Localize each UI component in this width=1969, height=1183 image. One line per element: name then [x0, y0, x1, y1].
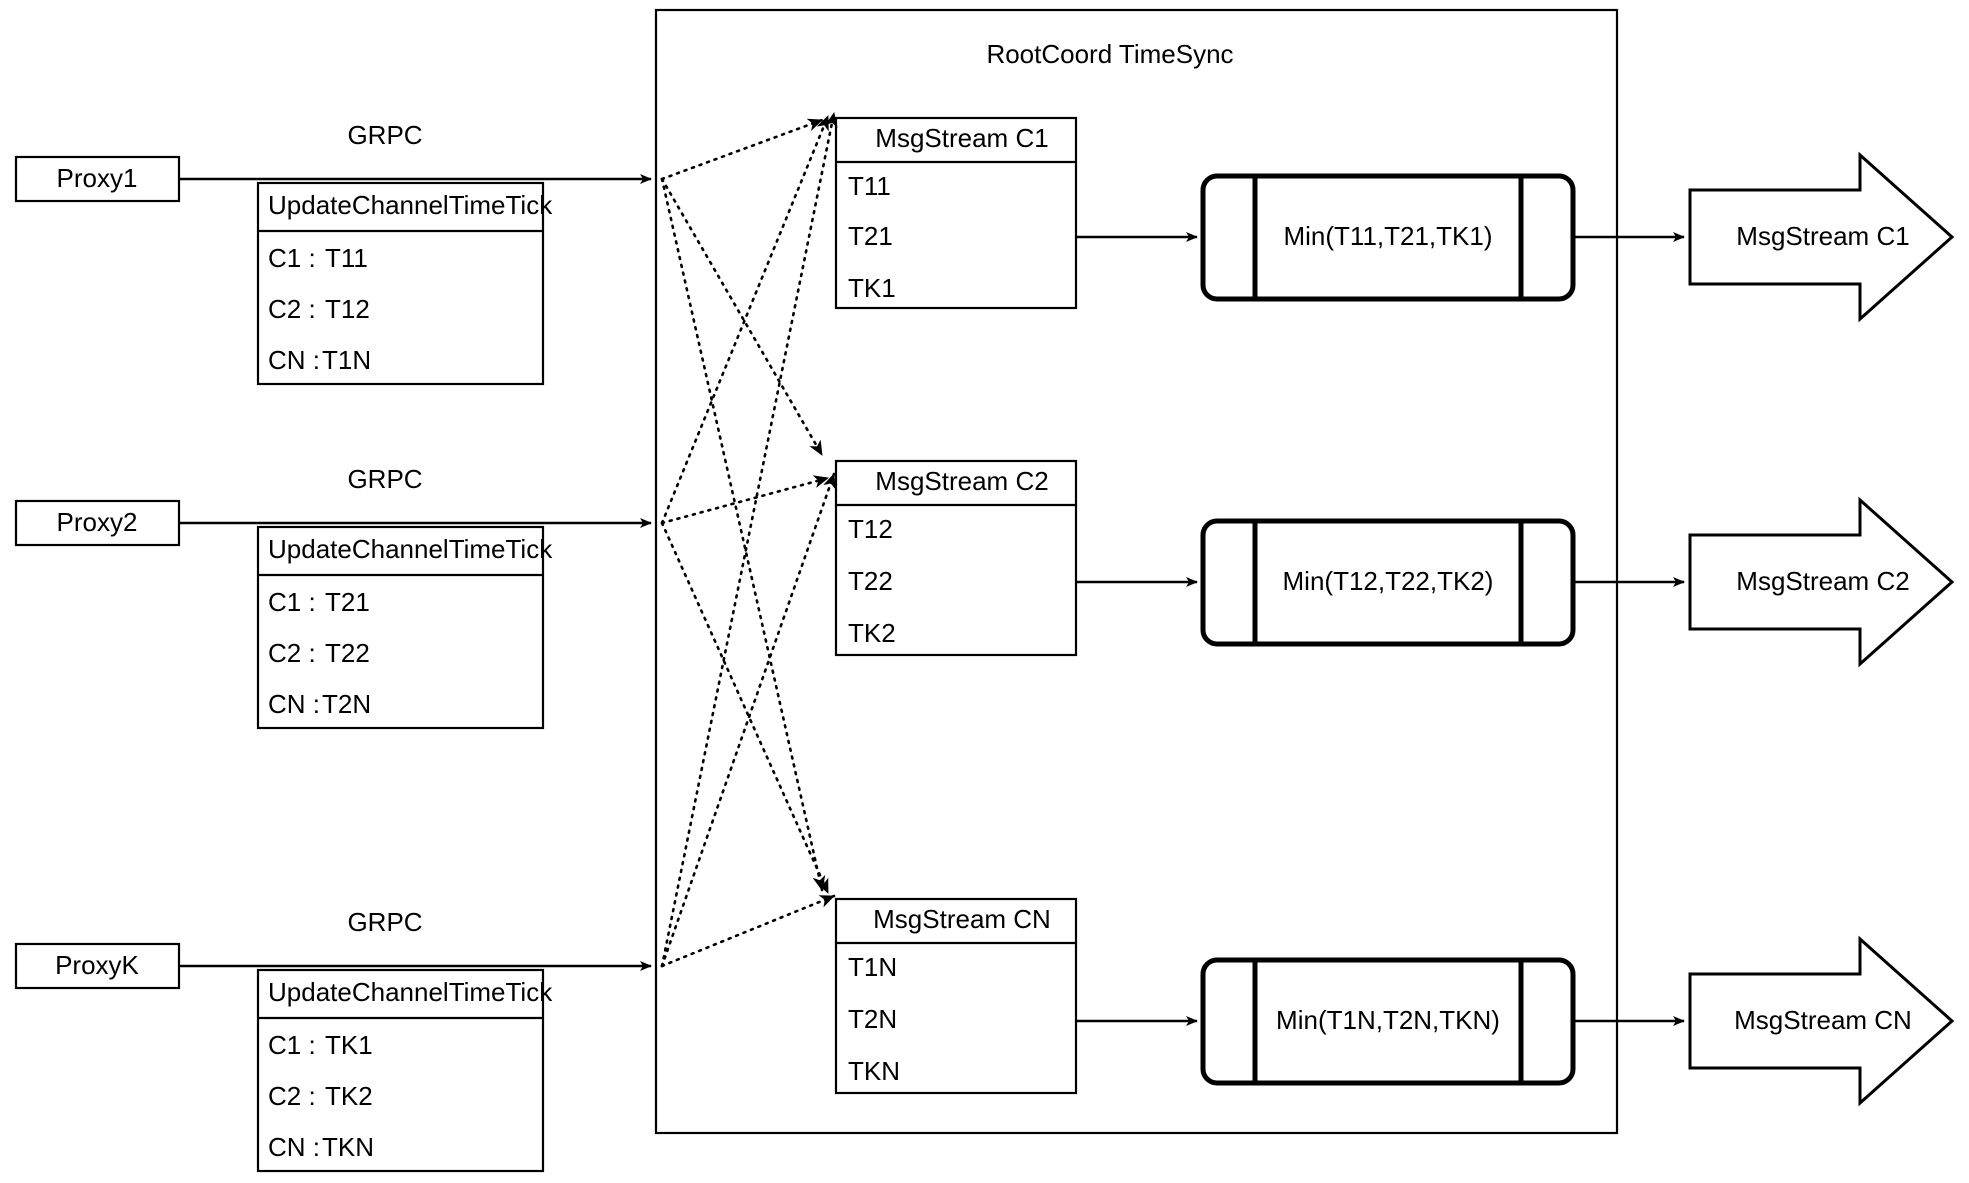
- grpc-label-1: GRPC: [347, 120, 422, 150]
- fanout-link-p1-cn: [660, 177, 826, 892]
- update-channel-timetick-header-3: UpdateChannelTimeTick: [268, 977, 553, 1007]
- timetick-row-2-2-value: T22: [325, 638, 370, 668]
- update-channel-timetick-table-2: [256, 525, 545, 730]
- min-process-label-1: Min(T11,T21,TK1): [1283, 221, 1492, 251]
- update-channel-timetick-header-1: UpdateChannelTimeTick: [268, 190, 553, 220]
- msgstream-tick-3-3: TKN: [848, 1056, 900, 1086]
- msgstream-box-2: [834, 459, 1078, 657]
- timetick-row-1-1-channel: C1 :: [268, 243, 316, 273]
- update-channel-timetick-header-2: UpdateChannelTimeTick: [268, 534, 553, 564]
- channel-row-3: MsgStream CN T1N T2N TKN Min(T1N,T2N,TKN…: [834, 897, 1955, 1107]
- timetick-row-3-1-value: TK1: [325, 1030, 373, 1060]
- timetick-row-2-2-channel: C2 :: [268, 638, 316, 668]
- msgstream-header-2: MsgStream C2: [875, 466, 1048, 496]
- fanout-link-p1-c2: [660, 177, 824, 457]
- output-msgstream-arrow-3: [1688, 935, 1955, 1107]
- fanout-link-p2-c1: [660, 114, 830, 525]
- channel-row-2: MsgStream C2 T12 T22 TK2 Min(T12,T22,TK2…: [834, 459, 1955, 668]
- timetick-fanout-links: [660, 111, 838, 968]
- proxy-label-2: Proxy2: [57, 507, 138, 537]
- fanout-link-p2-cn: [660, 521, 830, 895]
- proxy-label-3: ProxyK: [55, 950, 139, 980]
- proxy-group-3: ProxyK GRPC UpdateChannelTimeTick C1 : T…: [14, 907, 652, 1173]
- msgstream-box-3: [834, 897, 1078, 1095]
- timetick-row-3-3-value: TKN: [322, 1132, 374, 1162]
- msgstream-header-1: MsgStream C1: [875, 123, 1048, 153]
- output-msgstream-label-2: MsgStream C2: [1736, 566, 1909, 596]
- fanout-link-p2-c2: [660, 475, 830, 525]
- output-msgstream-arrow-1: [1688, 151, 1955, 323]
- timetick-row-3-1-channel: C1 :: [268, 1030, 316, 1060]
- min-process-label-2: Min(T12,T22,TK2): [1283, 566, 1494, 596]
- proxy-label-1: Proxy1: [57, 163, 138, 193]
- timetick-row-1-2-channel: C2 :: [268, 294, 316, 324]
- output-msgstream-label-3: MsgStream CN: [1734, 1005, 1912, 1035]
- timetick-row-2-3-channel: CN :: [268, 689, 320, 719]
- timetick-row-3-3-channel: CN :: [268, 1132, 320, 1162]
- timetick-row-2-1-channel: C1 :: [268, 587, 316, 617]
- update-channel-timetick-table-1: [256, 181, 545, 386]
- msgstream-box-1: [834, 116, 1078, 310]
- update-channel-timetick-table-3: [256, 968, 545, 1173]
- msgstream-tick-2-2: T22: [848, 566, 893, 596]
- msgstream-tick-3-1: T1N: [848, 952, 897, 982]
- msgstream-tick-3-2: T2N: [848, 1004, 897, 1034]
- min-process-label-3: Min(T1N,T2N,TKN): [1276, 1005, 1500, 1035]
- fanout-link-pk-cn: [660, 894, 836, 968]
- msgstream-tick-1-2: T21: [848, 221, 893, 251]
- output-msgstream-label-1: MsgStream C1: [1736, 221, 1909, 251]
- timetick-row-1-2-value: T12: [325, 294, 370, 324]
- msgstream-tick-1-3: TK1: [848, 273, 896, 303]
- timetick-row-1-3-channel: CN :: [268, 345, 320, 375]
- output-msgstream-arrow-2: [1688, 496, 1955, 668]
- fanout-link-pk-c2: [660, 472, 836, 968]
- timetick-row-3-2-value: TK2: [325, 1081, 373, 1111]
- proxy-group-2: Proxy2 GRPC UpdateChannelTimeTick C1 : T…: [14, 464, 652, 730]
- timetick-row-2-3-value: T2N: [322, 689, 371, 719]
- msgstream-tick-1-1: T11: [848, 171, 891, 201]
- grpc-label-3: GRPC: [347, 907, 422, 937]
- msgstream-tick-2-1: T12: [848, 514, 893, 544]
- rootcoord-container-title: RootCoord TimeSync: [986, 39, 1233, 69]
- timetick-row-1-3-value: T1N: [322, 345, 371, 375]
- grpc-label-2: GRPC: [347, 464, 422, 494]
- rootcoord-container: RootCoord TimeSync: [654, 8, 1619, 1135]
- fanout-link-p1-c1: [660, 118, 824, 181]
- rootcoord-container-box: [654, 8, 1619, 1135]
- proxy-group-1: Proxy1 GRPC UpdateChannelTimeTick C1 : T…: [14, 120, 652, 386]
- msgstream-tick-2-3: TK2: [848, 618, 896, 648]
- timetick-row-3-2-channel: C2 :: [268, 1081, 316, 1111]
- msgstream-header-3: MsgStream CN: [873, 904, 1051, 934]
- timetick-row-2-1-value: T21: [325, 587, 370, 617]
- channel-row-1: MsgStream C1 T11 T21 TK1 Min(T11,T21,TK1…: [834, 116, 1955, 323]
- timetick-row-1-1-value: T11: [325, 243, 368, 273]
- fanout-link-pk-c1: [660, 111, 838, 968]
